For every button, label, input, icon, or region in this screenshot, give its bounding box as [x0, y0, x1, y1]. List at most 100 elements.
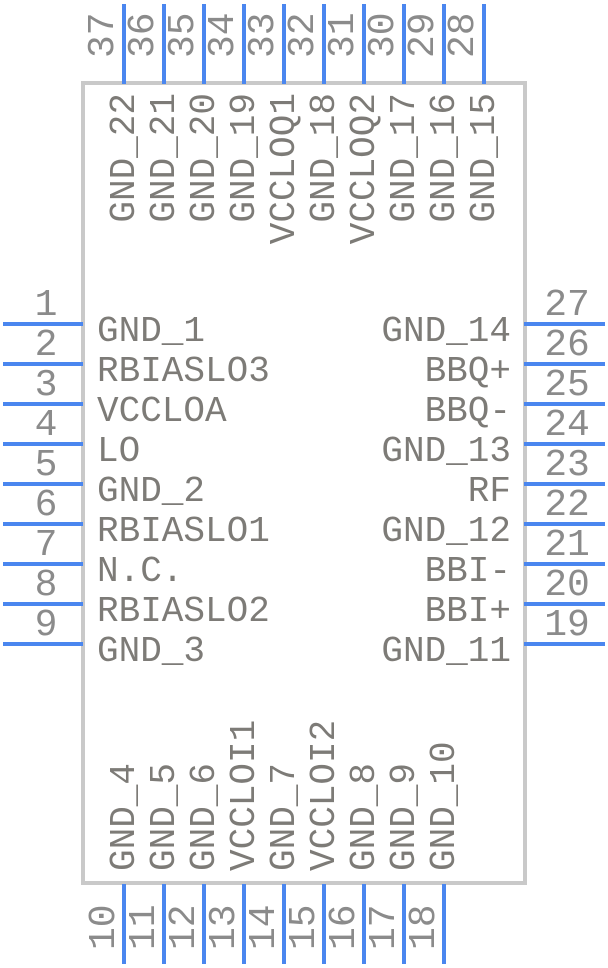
pin-number: 35 — [162, 12, 205, 58]
pin-name-label: GND_10 — [424, 741, 465, 871]
pin-line — [524, 522, 605, 526]
pin-line — [524, 482, 605, 486]
pin-line — [524, 602, 605, 606]
pin-number: 20 — [544, 564, 590, 607]
pin-line — [402, 4, 406, 84]
pin-number: 5 — [34, 444, 58, 487]
pin-line — [524, 562, 605, 566]
pin-name-label: VCCLOQ1 — [264, 93, 305, 245]
pin-number: 30 — [362, 12, 405, 58]
pin-number: 7 — [34, 524, 58, 567]
pin-line — [3, 442, 83, 446]
pin-name-label: GND_3 — [97, 631, 206, 672]
pin-name-label: GND_9 — [384, 762, 425, 871]
pin-name-label: GND_17 — [384, 93, 425, 223]
pin-line — [162, 4, 166, 84]
pin-number: 15 — [283, 904, 326, 950]
pin-number: 12 — [163, 904, 206, 950]
pin-line — [322, 4, 326, 84]
pin-line — [322, 884, 326, 964]
pin-name-label: GND_18 — [304, 93, 345, 223]
pin-name-label: GND_22 — [104, 93, 145, 223]
pin-name-label: GND_8 — [344, 762, 385, 871]
pin-number: 21 — [544, 524, 590, 567]
pin-number: 37 — [82, 12, 125, 58]
pin-line — [524, 442, 605, 446]
pin-number: 11 — [123, 904, 166, 950]
pin-name-label: BBQ- — [424, 391, 511, 432]
pin-number: 32 — [282, 12, 325, 58]
pin-name-label: RBIASLO3 — [97, 351, 270, 392]
pin-line — [3, 362, 83, 366]
pin-line — [122, 884, 126, 964]
pin-line — [3, 322, 83, 326]
pin-number: 10 — [83, 904, 126, 950]
pin-number: 33 — [242, 12, 285, 58]
pin-number: 27 — [544, 284, 590, 327]
pin-number: 26 — [544, 324, 590, 367]
pin-number: 17 — [363, 904, 406, 950]
pin-line — [162, 884, 166, 964]
pin-name-label: VCCLOQ2 — [344, 93, 385, 245]
pin-name-label: RBIASLO1 — [97, 511, 270, 552]
pin-name-label: GND_13 — [381, 431, 511, 472]
pin-name-label: VCCLOI2 — [304, 719, 345, 871]
pin-number: 34 — [202, 12, 245, 58]
pin-line — [524, 642, 605, 646]
pin-line — [202, 4, 206, 84]
pin-name-label: N.C. — [97, 551, 184, 592]
pin-line — [242, 884, 246, 964]
pin-number: 8 — [34, 564, 58, 607]
pin-line — [3, 562, 83, 566]
pin-number: 28 — [442, 12, 485, 58]
pin-line — [402, 884, 406, 964]
pin-number: 16 — [323, 904, 366, 950]
pin-name-label: GND_2 — [97, 471, 206, 512]
pin-name-label: GND_15 — [464, 93, 505, 223]
pin-line — [3, 482, 83, 486]
pin-line — [524, 402, 605, 406]
pin-line — [282, 884, 286, 964]
pin-name-label: RF — [467, 471, 511, 512]
pin-line — [482, 4, 486, 84]
pin-number: 3 — [34, 364, 58, 407]
pin-number: 4 — [34, 404, 58, 447]
pin-name-label: GND_14 — [381, 311, 511, 352]
pin-line — [202, 884, 206, 964]
pin-line — [524, 362, 605, 366]
pin-line — [3, 602, 83, 606]
pin-number: 1 — [34, 284, 58, 327]
pin-line — [524, 322, 605, 326]
pin-number: 24 — [544, 404, 590, 447]
pin-name-label: GND_7 — [264, 762, 305, 871]
pin-name-label: GND_20 — [184, 93, 225, 223]
pin-line — [3, 402, 83, 406]
pin-name-label: BBQ+ — [424, 351, 511, 392]
pin-line — [242, 4, 246, 84]
pin-name-label: VCCLOI1 — [224, 719, 265, 871]
component-body-outline — [81, 81, 527, 885]
pin-name-label: GND_6 — [184, 762, 225, 871]
pin-name-label: GND_19 — [224, 93, 265, 223]
pin-number: 2 — [34, 324, 58, 367]
pin-line — [122, 4, 126, 84]
pin-number: 9 — [34, 604, 58, 647]
pin-name-label: GND_5 — [144, 762, 185, 871]
pin-line — [362, 884, 366, 964]
pin-number: 25 — [544, 364, 590, 407]
pin-line — [362, 4, 366, 84]
pin-name-label: GND_12 — [381, 511, 511, 552]
pin-number: 22 — [544, 484, 590, 527]
pin-line — [442, 884, 446, 964]
pin-name-label: GND_16 — [424, 93, 465, 223]
pin-number: 18 — [403, 904, 446, 950]
pin-number: 29 — [402, 12, 445, 58]
pin-name-label: LO — [97, 431, 141, 472]
pin-name-label: GND_4 — [104, 762, 145, 871]
pin-number: 36 — [122, 12, 165, 58]
pin-name-label: GND_11 — [381, 631, 511, 672]
pin-name-label: BBI+ — [424, 591, 511, 632]
pin-name-label: RBIASLO2 — [97, 591, 270, 632]
pin-line — [442, 4, 446, 84]
